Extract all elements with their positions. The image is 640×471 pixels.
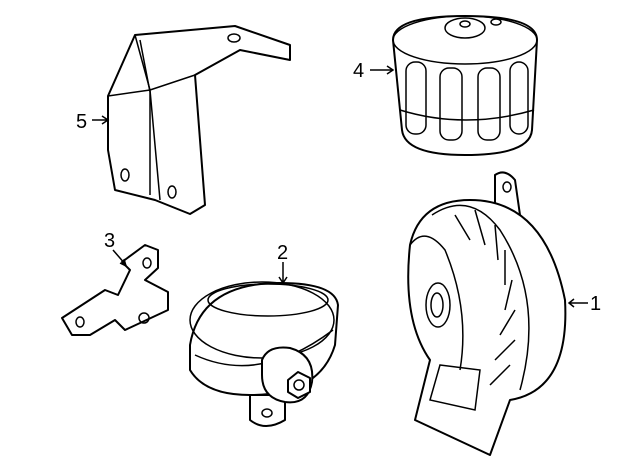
part-1-horn[interactable] [407, 171, 567, 456]
callout-2: 2 [277, 242, 288, 285]
callout-label-5: 5 [76, 111, 87, 133]
callout-label-4: 4 [353, 60, 364, 82]
callout-label-3: 3 [104, 230, 115, 252]
callout-label-2: 2 [277, 242, 288, 264]
callout-5: 5 [76, 111, 110, 133]
part-3-small-bracket[interactable] [61, 244, 169, 336]
callout-label-1: 1 [590, 293, 601, 315]
part-4-cover[interactable] [392, 15, 538, 156]
callout-1: 1 [567, 293, 601, 315]
callout-4: 4 [353, 60, 395, 82]
part-5-bracket[interactable] [107, 25, 291, 215]
callout-3: 3 [104, 230, 128, 268]
part-2-horn[interactable] [189, 281, 339, 427]
